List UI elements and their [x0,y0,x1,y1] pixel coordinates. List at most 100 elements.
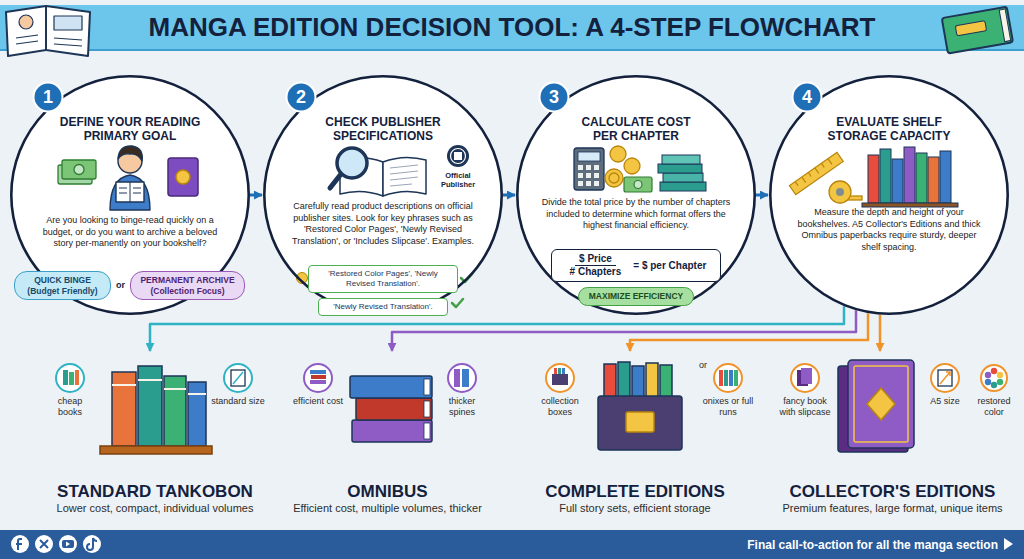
social-icon [62,540,74,548]
small-icon [75,370,79,385]
fraction-slot: $ Price# Chapters [566,253,626,278]
icon-label: thicker spines [435,396,489,417]
coin-icon [605,169,623,187]
official-seal-icon [447,145,469,167]
social-icon [87,538,97,550]
money-bill-icon [58,160,96,184]
small-icon [791,364,819,392]
collection-box [626,412,654,432]
label-slot: fancy book with slipcase [774,396,836,417]
footer-bar: Final call-to-action for all the manga s… [0,530,1024,559]
tankobon-books [188,382,206,446]
small-icon [56,364,252,392]
tankobon-books [112,372,136,446]
example-text: 'Restored Color Pages', 'Newly Revised T… [315,269,451,289]
calculator-icon [586,165,591,170]
small-icon [546,364,742,392]
official-seal-icon [451,149,466,164]
step-heading: DEFINE YOUR READING PRIMARY GOAL [55,115,205,143]
step-arrow [756,194,768,197]
calculator-icon [574,148,604,190]
edition-description: Lower cost, compact, individual volumes [57,502,254,515]
icon-label: standard size [210,396,266,407]
label-slot: or [695,360,711,371]
circle-ground [264,76,502,314]
green-book-drawing [942,7,1013,54]
coin-icon [624,158,640,174]
small-icon [558,368,561,374]
edition-block: COLLECTOR'S EDITIONSPremium features, la… [770,352,1015,515]
edition-title: OMNIBUS [347,482,427,502]
branch-connector [879,315,882,351]
tape-measure-icon [829,181,851,203]
calculator-icon [594,165,599,170]
shelf-books-icon [916,153,927,203]
manga-book-drawing [19,15,33,29]
collector-book [854,366,908,442]
small-icon [997,379,1003,385]
label-slot: cheap books [45,396,95,417]
shelf-books-icon [868,155,879,203]
step-badge: 4 [791,81,823,113]
step-heading: EVALUATE SHELF STORAGE CAPACITY [814,115,964,143]
calculator-icon [594,181,599,186]
body-slot: Measure the depth and height of your boo… [796,207,982,253]
manga-book-drawing [46,6,90,56]
step-number: 4 [791,81,823,113]
step-heading: CHECK PUBLISHER SPECIFICATIONS [308,115,458,143]
circle-border [770,76,1007,313]
body-slot: Carefully read product descriptions on o… [288,201,478,247]
social-icon [59,535,77,553]
shelf-books-icon [904,147,915,203]
small-icon [729,370,733,386]
tape-measure-icon [829,181,862,203]
green-book-drawing [942,7,1013,54]
branch-connector [630,313,868,351]
tankobon-books [100,366,212,454]
step-badge: 3 [538,81,570,113]
edition-description: Premium features, large format, unique i… [782,502,1002,515]
small-icon [552,374,568,385]
small-icon [310,370,326,374]
book-stack-icon [663,173,703,182]
label-slot: A5 size [925,396,965,407]
step-body: Are you looking to binge-read quickly on… [35,215,225,250]
title-slot: MANGA EDITION DECISION TOOL: A 4-STEP FL… [0,10,1024,44]
manga-book-drawing [54,38,82,46]
magnifier-icon [337,148,367,178]
title-banner [0,5,1024,49]
small-icon [233,372,243,384]
small-icon [231,370,245,386]
social-icon [40,540,48,548]
reader-figure [110,146,150,210]
small-icon [304,364,476,392]
label-slot: Official Publisher [430,172,486,190]
tape-measure-icon [836,188,844,196]
small-icon [462,369,469,387]
small-icon [801,368,812,384]
example-box: 'Restored Color Pages', 'Newly Revised T… [308,265,458,293]
goal-pill: QUICK BINGE (Budget Friendly) [14,271,111,300]
step-heading: CALCULATE COST PER CHAPTER [571,115,701,143]
play-triangle [1004,538,1013,550]
formula-text: # Chapters [566,266,626,278]
formula-box: $ Price# Chapters= $ per Chapter [551,249,721,282]
small-icon [931,364,959,392]
reader-figure [118,146,142,161]
coin-icon [610,146,626,162]
heading-slot: EVALUATE SHELF STORAGE CAPACITY [814,115,964,143]
step-body: Measure the depth and height of your boo… [796,207,982,253]
calculator-icon [578,181,583,186]
icon-label: collection boxes [530,396,590,417]
social-icon [11,535,101,553]
circle-border [11,76,248,313]
omnibus-books [356,398,432,420]
manga-book-drawing [6,6,90,56]
shelf-books-icon [892,159,903,203]
social-icon [11,535,29,553]
small-icon [940,372,950,384]
book-stack-icon [658,164,702,173]
social-icon [16,539,22,550]
cash-icon [624,177,652,192]
